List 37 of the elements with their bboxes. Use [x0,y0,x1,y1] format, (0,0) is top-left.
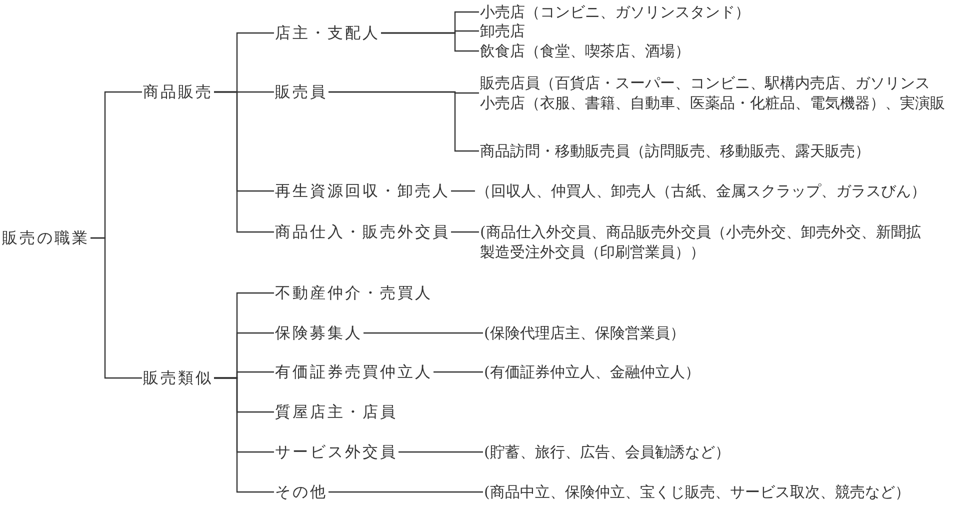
tree-connector [398,451,483,453]
node-label: 卸売店 [480,21,525,41]
tree-connector [328,491,483,493]
node-label: 質屋店主・店員 [275,402,398,422]
node-label: (有価証券仲立人、金融仲立人） [484,362,700,382]
node-label: 販売類似 [143,368,213,388]
node-label: (商品仕入外交員、商品販売外交員（小売外交、卸売外交、新聞拡 [480,222,921,242]
node-label: 有価証券売買仲立人 [275,362,432,382]
tree-connector [381,32,479,52]
node-label: 小売店（衣服、書籍、自動車、医薬品・化粧品、電気機器）、実演販 [480,93,945,113]
tree-connector [451,231,479,233]
tree-connector [214,377,274,493]
node-label: 販売の職業 [2,228,90,248]
node-label: サービス外交員 [275,442,398,462]
node-label: 再生資源回収・卸売人 [275,181,450,201]
node-label: 商品訪問・移動販売員（訪問販売、移動販売、露天販売） [480,141,870,161]
tree-connector [364,332,483,334]
node-label: 販売員 [275,82,328,102]
node-label: 不動産仲介・売買人 [275,283,432,303]
node-label: (保険代理店主、保険営業員） [484,323,685,343]
node-label: 小売店（コンビニ、ガソリンスタンド） [480,2,750,22]
tree-connector [434,371,483,373]
node-label: 製造受注外交員（印刷営業員）） [480,242,705,262]
tree-connector [214,91,274,233]
node-label: (貯蓄、旅行、広告、会員勧誘など） [484,442,730,462]
node-label: 保険募集人 [275,323,362,343]
node-label: 商品販売 [143,82,213,102]
tree-connector [451,190,475,192]
node-label: 店主・支配人 [275,23,380,43]
node-label: 商品仕入・販売外交員 [275,222,450,242]
node-label: 販売店員（百貨店・スーパー、コンビニ、駅構内売店、ガソリンス [480,73,930,93]
tree-connector [90,237,142,379]
tree-connector [328,91,479,152]
node-label: 飲食店（食堂、喫茶店、酒場） [480,41,690,61]
node-label: （回収人、仲買人、卸売人（古紙、金属スクラップ、ガラスびん） [476,181,926,201]
node-label: その他 [275,482,328,502]
node-label: (商品中立、保険仲立、宝くじ販売、サービス取次、競売など） [484,482,910,502]
